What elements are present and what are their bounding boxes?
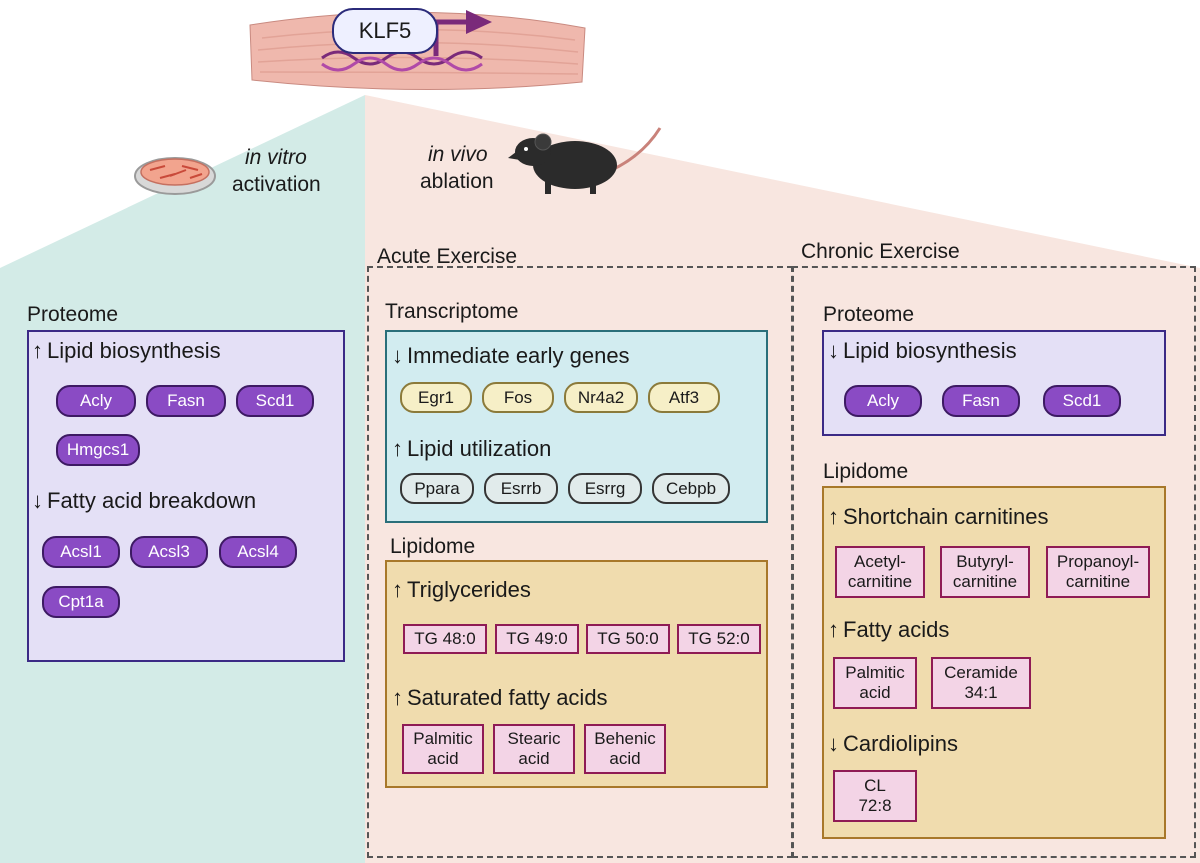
heading-text: Fatty acid breakdown xyxy=(47,488,257,513)
klf5-text: KLF5 xyxy=(358,18,412,43)
gene-pill-atf3: Atf3 xyxy=(648,382,720,413)
klf5-gene-label: KLF5 xyxy=(332,8,438,54)
down-arrow-icon: ↓ xyxy=(828,731,839,756)
protein-pill-acsl1: Acsl1 xyxy=(42,536,120,568)
lipid-butyryl-carnitine: Butyryl-carnitine xyxy=(940,546,1030,598)
lipid-tg-49-0: TG 49:0 xyxy=(495,624,579,654)
up-arrow-icon: ↑ xyxy=(828,617,839,642)
shortchain-carnitines-heading: ↑ Shortchain carnitines xyxy=(828,504,1048,530)
heading-text: Fatty acids xyxy=(843,617,950,642)
lipid-tg-50-0: TG 50:0 xyxy=(586,624,670,654)
immediate-early-genes-heading: ↓ Immediate early genes xyxy=(392,343,630,369)
chronic-proteome-box xyxy=(822,330,1166,436)
triglycerides-heading: ↑ Triglycerides xyxy=(392,577,531,603)
chronic-proteome-title: Proteome xyxy=(823,303,915,326)
lipid-tg-48-0: TG 48:0 xyxy=(403,624,487,654)
up-arrow-icon: ↑ xyxy=(392,577,403,602)
acute-exercise-title: Acute Exercise xyxy=(377,245,518,268)
gene-pill-egr1: Egr1 xyxy=(400,382,472,413)
in-vitro-label: in vitro xyxy=(245,146,307,169)
heading-text: Lipid utilization xyxy=(407,436,552,461)
left-lipid-biosynthesis-heading: ↑ Lipid biosynthesis xyxy=(32,338,221,364)
gene-pill-esrrg: Esrrg xyxy=(568,473,642,504)
chronic-lipidome-title: Lipidome xyxy=(823,460,909,483)
up-arrow-icon: ↑ xyxy=(828,504,839,529)
in-vivo-label: in vivo xyxy=(428,143,488,166)
lipid-palmitic-acid: Palmitic acid xyxy=(833,657,917,709)
protein-pill-cpt1a: Cpt1a xyxy=(42,586,120,618)
protein-pill-acly: Acly xyxy=(56,385,136,417)
up-arrow-icon: ↑ xyxy=(392,436,403,461)
down-arrow-icon: ↓ xyxy=(32,488,43,513)
lipid-acetyl-carnitine: Acetyl-carnitine xyxy=(835,546,925,598)
lipid-tg-52-0: TG 52:0 xyxy=(677,624,761,654)
heading-text: Saturated fatty acids xyxy=(407,685,608,710)
lipid-propanoyl-carnitine: Propanoyl-carnitine xyxy=(1046,546,1150,598)
protein-pill-acsl4: Acsl4 xyxy=(219,536,297,568)
left-fatty-acid-breakdown-heading: ↓ Fatty acid breakdown xyxy=(32,488,256,514)
lipid-palmitic-acid: Palmitic acid xyxy=(402,724,484,774)
down-arrow-icon: ↓ xyxy=(392,343,403,368)
lipid-ceramide-34-1: Ceramide 34:1 xyxy=(931,657,1031,709)
gene-pill-ppara: Ppara xyxy=(400,473,474,504)
gene-pill-cebpb: Cebpb xyxy=(652,473,730,504)
lipid-cl-72-8: CL 72:8 xyxy=(833,770,917,822)
protein-pill-scd1: Scd1 xyxy=(236,385,314,417)
activation-label: activation xyxy=(232,173,321,196)
left-proteome-title: Proteome xyxy=(27,303,119,326)
gene-pill-fos: Fos xyxy=(482,382,554,413)
cardiolipins-heading: ↓ Cardiolipins xyxy=(828,731,958,757)
chronic-exercise-title: Chronic Exercise xyxy=(801,240,960,263)
ablation-label: ablation xyxy=(420,170,494,193)
chronic-exercise-frame xyxy=(792,266,1196,858)
lipid-utilization-heading: ↑ Lipid utilization xyxy=(392,436,551,462)
protein-pill-scd1: Scd1 xyxy=(1043,385,1121,417)
petri-dish-icon xyxy=(134,157,216,195)
heading-text: Shortchain carnitines xyxy=(843,504,1049,529)
mouse-icon xyxy=(508,127,662,194)
gene-pill-nr4a2: Nr4a2 xyxy=(564,382,638,413)
protein-pill-fasn: Fasn xyxy=(942,385,1020,417)
down-arrow-icon: ↓ xyxy=(828,338,839,363)
acute-lipidome-title: Lipidome xyxy=(390,535,476,558)
transcriptome-title: Transcriptome xyxy=(385,300,519,323)
gene-pill-esrrb: Esrrb xyxy=(484,473,558,504)
lipid-behenic-acid: Behenic acid xyxy=(584,724,666,774)
heading-text: Lipid biosynthesis xyxy=(47,338,221,363)
saturated-fatty-acids-heading: ↑ Saturated fatty acids xyxy=(392,685,608,711)
heading-text: Triglycerides xyxy=(407,577,531,602)
protein-pill-hmgcs1: Hmgcs1 xyxy=(56,434,140,466)
up-arrow-icon: ↑ xyxy=(32,338,43,363)
protein-pill-fasn: Fasn xyxy=(146,385,226,417)
heading-text: Immediate early genes xyxy=(407,343,630,368)
protein-pill-acsl3: Acsl3 xyxy=(130,536,208,568)
heading-text: Cardiolipins xyxy=(843,731,958,756)
up-arrow-icon: ↑ xyxy=(392,685,403,710)
heading-text: Lipid biosynthesis xyxy=(843,338,1017,363)
protein-pill-acly: Acly xyxy=(844,385,922,417)
fatty-acids-heading: ↑ Fatty acids xyxy=(828,617,949,643)
chronic-lipid-biosynthesis-heading: ↓ Lipid biosynthesis xyxy=(828,338,1017,364)
lipid-stearic-acid: Stearic acid xyxy=(493,724,575,774)
